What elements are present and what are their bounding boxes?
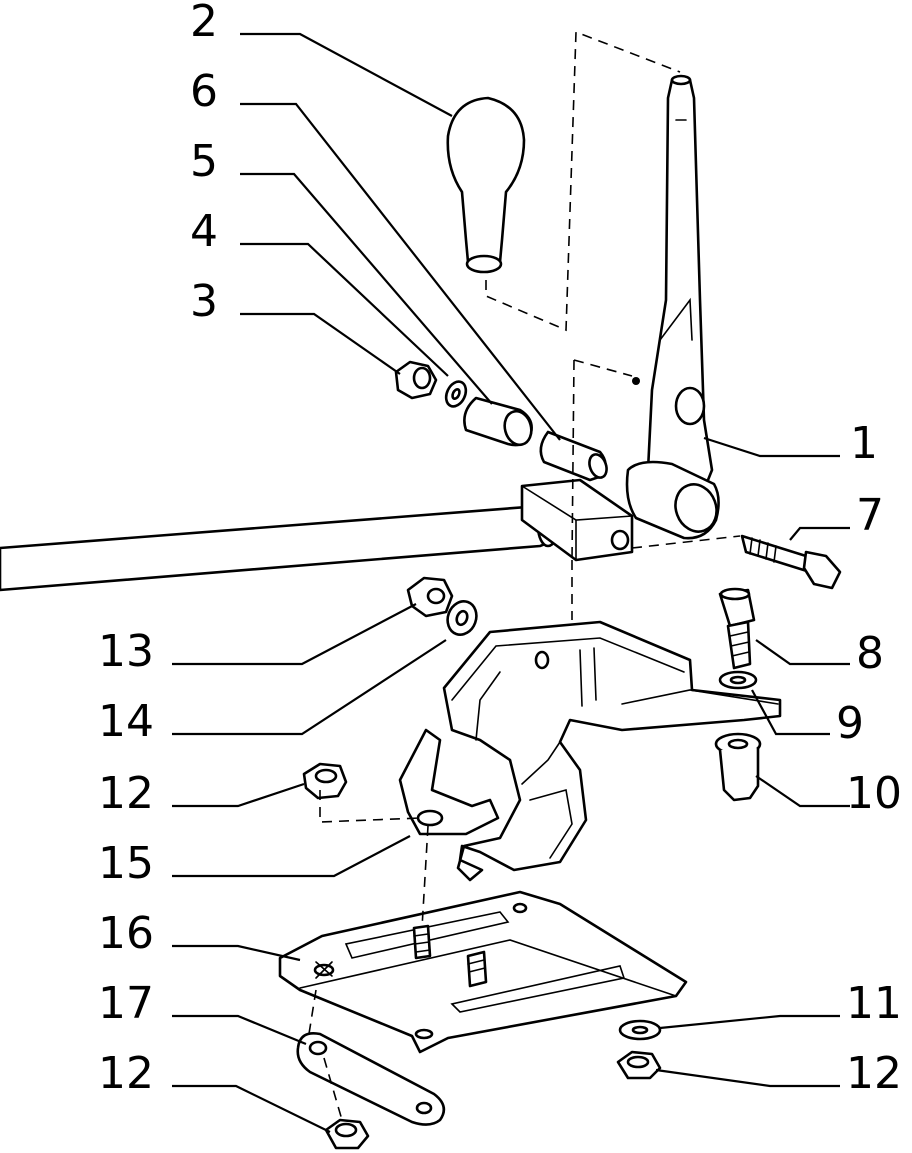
leader-lines — [172, 32, 850, 1133]
pin-sleeve-6 — [539, 430, 608, 482]
callout-2: 2 — [190, 0, 218, 47]
shift-rod — [0, 504, 562, 592]
support-bracket — [398, 620, 782, 882]
nut-13 — [406, 576, 454, 618]
nut-12-lower — [324, 1118, 370, 1150]
nut-3 — [394, 360, 438, 400]
callout-11: 11 — [846, 978, 902, 1029]
callout-12-right: 12 — [846, 1048, 902, 1099]
strap-17 — [296, 1032, 446, 1126]
callout-16: 16 — [98, 908, 154, 959]
washer-11 — [618, 1019, 662, 1041]
callout-1: 1 — [850, 418, 878, 469]
callout-13: 13 — [98, 626, 154, 677]
callout-8: 8 — [856, 628, 884, 679]
base-plate — [278, 890, 688, 1054]
callout-7: 7 — [856, 490, 884, 541]
callout-9: 9 — [836, 698, 864, 749]
gear-knob — [446, 96, 526, 274]
bolt-7 — [740, 534, 842, 590]
callout-12-upper: 12 — [98, 768, 154, 819]
callout-3: 3 — [190, 276, 218, 327]
callout-4: 4 — [190, 206, 218, 257]
washer-14 — [446, 600, 478, 636]
nut-12-right — [616, 1050, 662, 1080]
callout-labels: 2 6 5 4 3 1 7 13 8 14 9 12 10 15 16 17 1… — [98, 0, 902, 1099]
rod-clevis — [520, 478, 634, 562]
callout-6: 6 — [190, 66, 218, 117]
bush-10 — [714, 732, 762, 802]
gear-lever — [625, 74, 720, 540]
washer-9 — [718, 670, 758, 690]
callout-14: 14 — [98, 696, 154, 747]
callout-15: 15 — [98, 838, 154, 889]
nut-12-upper — [302, 762, 348, 800]
callout-5: 5 — [190, 136, 218, 187]
callout-10: 10 — [846, 768, 902, 819]
callout-12-lower: 12 — [98, 1048, 154, 1099]
washer-4 — [444, 380, 468, 408]
bushing-5 — [463, 396, 533, 447]
stud-8 — [718, 587, 756, 670]
callout-17: 17 — [98, 978, 154, 1029]
assembly-lines — [307, 30, 741, 1121]
